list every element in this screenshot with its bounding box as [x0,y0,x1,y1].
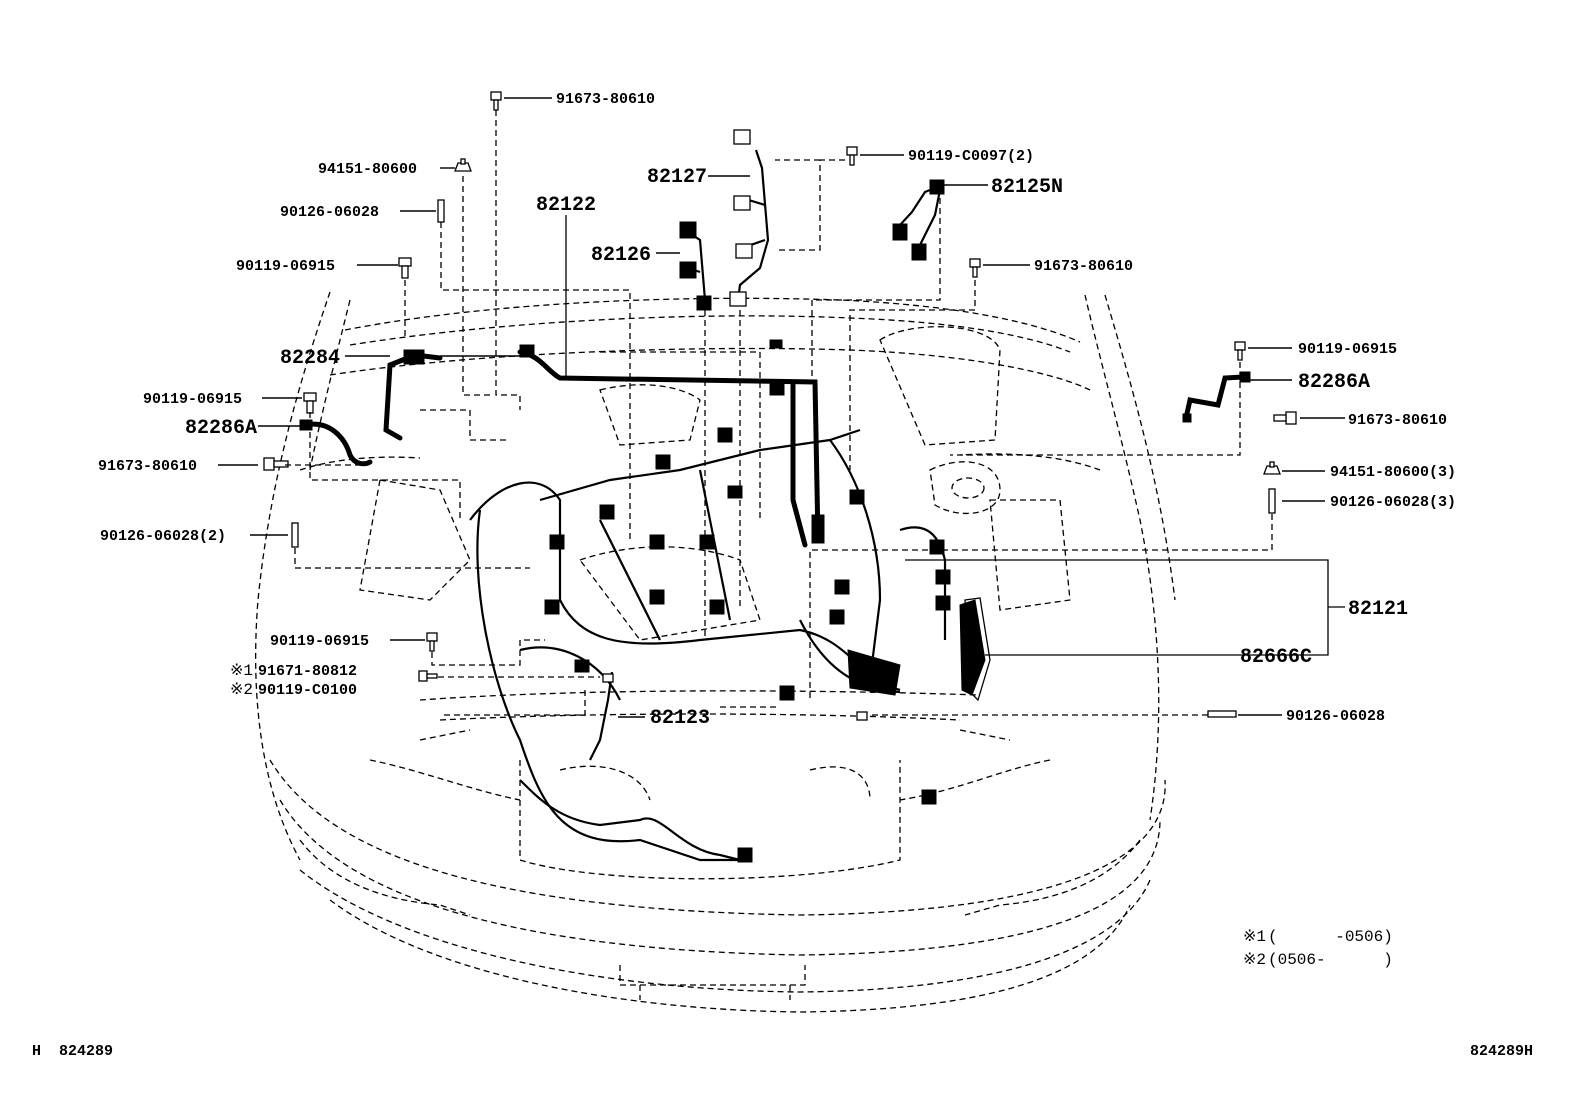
part-number-90119-c0097: 90119-C0097(2) [908,148,1034,165]
screw-icon [418,670,438,682]
wire-harness-routing [302,149,1246,862]
footnote-mark-1: ※1 [230,662,253,680]
callout-labels-left: 82284 90119-06915 82286A 91673-80610 901… [98,347,710,730]
part-number-90119-06915: 90119-06915 [143,391,242,408]
part-number-82121: 82121 [1348,598,1408,621]
connector-blocks [299,129,1251,863]
part-number-91671-80812: 91671-80812 [258,663,357,680]
part-number-90126-06028-qty2: 90126-06028(2) [100,528,226,545]
nut-icon [454,158,472,172]
bolt-icon [398,257,412,279]
bolt-icon [856,711,868,721]
part-number-82284: 82284 [280,347,340,370]
part-number-82126: 82126 [591,244,651,267]
illustration-code-left: H 824289 [32,1043,113,1060]
stud-icon [1207,710,1237,718]
footnote-2-range: (0506- ) [1268,951,1393,969]
part-number-91673-80610: 91673-80610 [98,458,197,475]
part-number-82125n: 82125N [991,176,1063,199]
screw-icon [1273,411,1297,425]
part-number-91673-80610: 91673-80610 [1348,412,1447,429]
part-number-90119-06915: 90119-06915 [1298,341,1397,358]
part-number-90119-06915: 90119-06915 [270,633,369,650]
fastener-icons [263,91,1297,721]
callout-labels-top: 91673-80610 94151-80600 90126-06028 9011… [236,91,1133,275]
part-number-82666c: 82666C [1240,646,1312,669]
footer-codes: H 824289 824289H [32,1043,1533,1060]
footnote-mark-2: ※2 [230,681,253,699]
part-number-82286a: 82286A [1298,371,1370,394]
bolt-icon [303,392,317,414]
part-number-82286a: 82286A [185,417,257,440]
footnotes: ※1 ( -0506) ※2 (0506- ) [1243,928,1393,969]
part-number-82122: 82122 [536,194,596,217]
stud-icon [291,522,299,548]
bolt-icon [846,146,858,166]
callout-labels-right: 90119-06915 82286A 91673-80610 94151-806… [1240,341,1456,725]
part-number-90126-06028-qty3: 90126-06028(3) [1330,494,1456,511]
nut-icon [1263,461,1281,475]
bolt-icon [1234,341,1246,361]
leader-lines [218,97,1345,718]
part-number-90119-c0100: 90119-C0100 [258,682,357,699]
bolt-icon [490,91,502,111]
stud-icon [437,199,445,223]
footnote-1-range: ( -0506) [1268,928,1393,946]
part-number-91673-80610: 91673-80610 [1034,258,1133,275]
part-number-82123: 82123 [650,707,710,730]
part-number-82127: 82127 [647,166,707,189]
bolt-icon [602,673,614,683]
part-number-94151-80600-qty3: 94151-80600(3) [1330,464,1456,481]
part-number-90126-06028: 90126-06028 [280,204,379,221]
part-number-91673-80610: 91673-80610 [556,91,655,108]
part-number-90119-06915: 90119-06915 [236,258,335,275]
screw-icon [263,457,289,471]
bolt-icon [969,258,981,278]
footnote-1-mark: ※1 [1243,928,1266,946]
stud-icon [1268,488,1276,514]
part-number-90126-06028: 90126-06028 [1286,708,1385,725]
footnote-2-mark: ※2 [1243,951,1266,969]
illustration-code-right: 824289H [1470,1043,1533,1060]
bolt-icon [426,632,438,652]
part-number-94151-80600: 94151-80600 [318,161,417,178]
vehicle-body [255,291,1176,1013]
